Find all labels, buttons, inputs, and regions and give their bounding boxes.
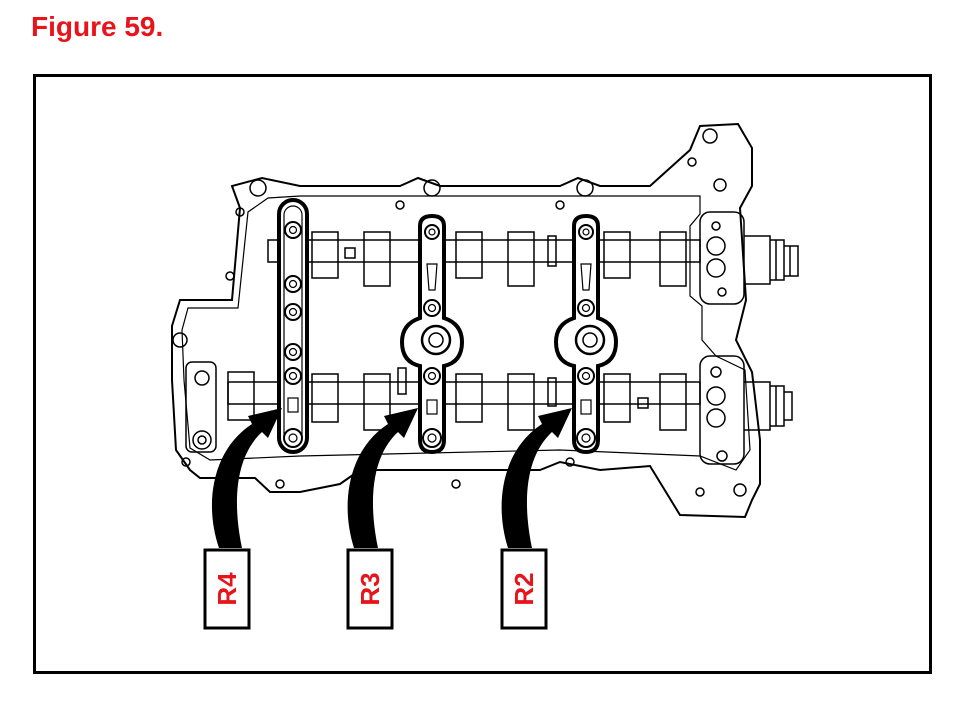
callout-arrow-r2: [501, 408, 572, 548]
intake-camshaft: [267, 211, 799, 305]
callout-label-r3-text: R3: [355, 572, 385, 605]
callout-label-r4: R4: [203, 548, 251, 630]
callout-label-r2-text: R2: [509, 572, 539, 605]
callout-label-r2: R2: [500, 548, 548, 630]
callout-label-r4-text: R4: [212, 572, 242, 606]
exhaust-camshaft: [185, 355, 793, 465]
callout-arrow-r3: [347, 408, 418, 548]
figure-title: Figure 59.: [31, 11, 164, 42]
bearing-cap-r3: [399, 213, 465, 455]
cylinder-head-outline: [171, 122, 761, 519]
mounting-bosses: [172, 128, 747, 497]
bearing-cap-r2: [553, 213, 619, 455]
callout-label-r3: R3: [346, 548, 394, 630]
cylinder-head-inner-outline: [181, 195, 751, 471]
callout-arrow-r4: [211, 408, 282, 548]
bearing-cap-r4: [277, 198, 309, 454]
